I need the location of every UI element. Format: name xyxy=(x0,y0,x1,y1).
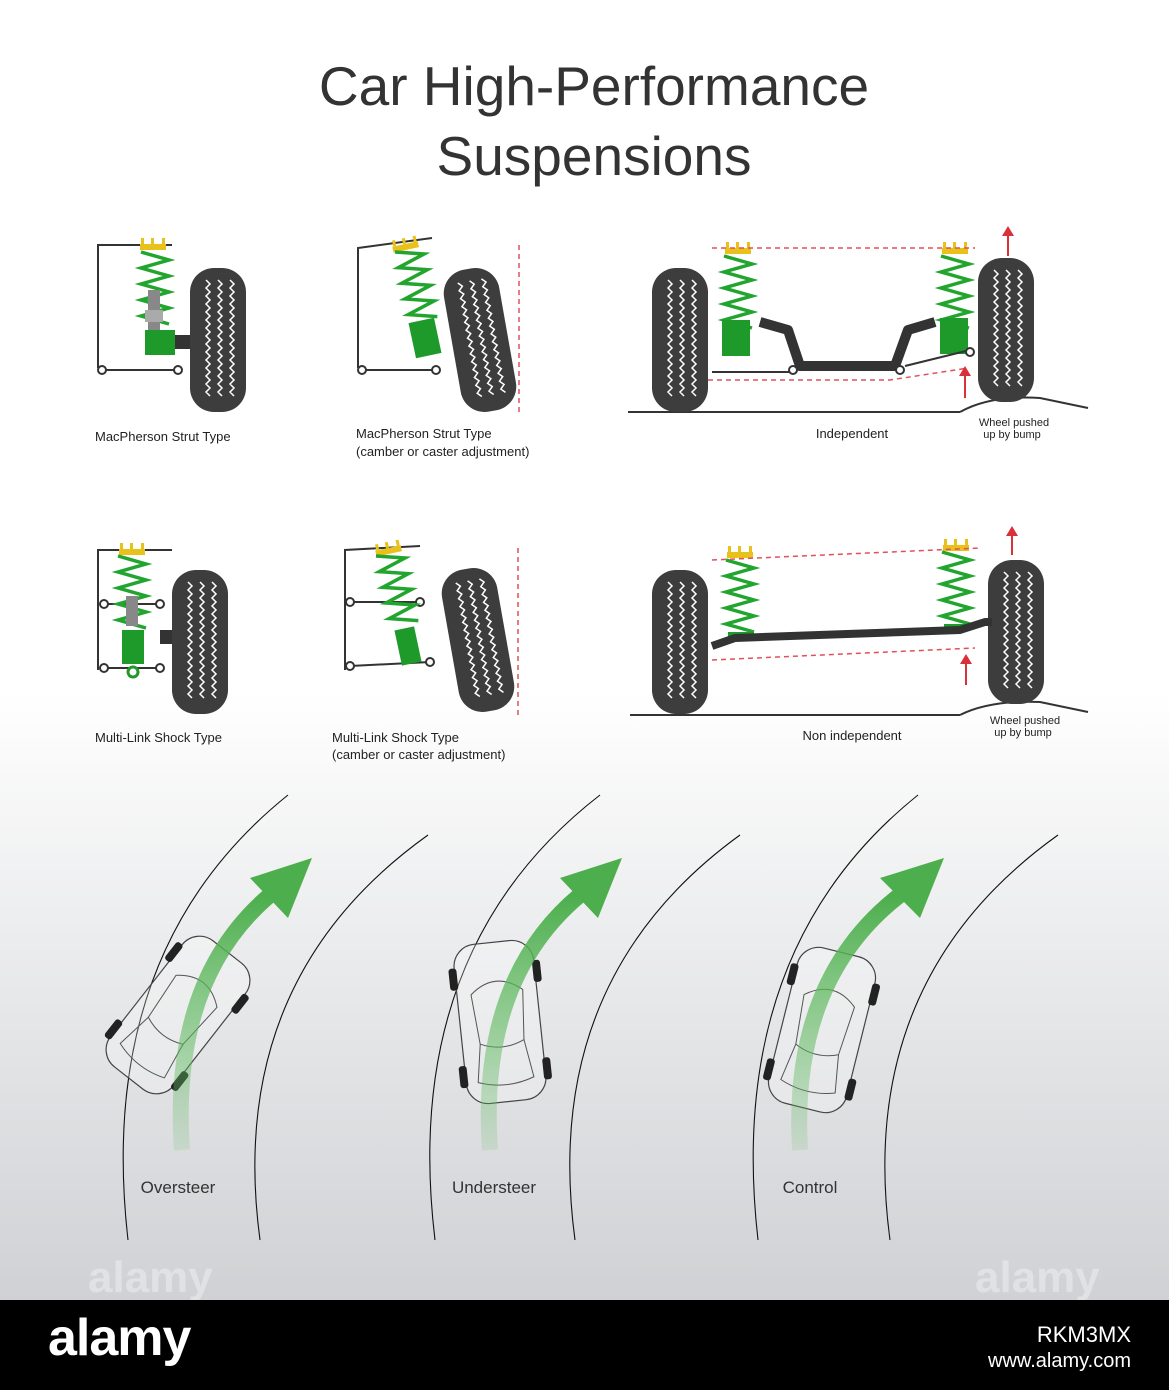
watermark-text-left: alamy xyxy=(88,1253,213,1300)
multilink-adjustable-diagram xyxy=(344,539,519,718)
bump-label-1-line-2: up by bump xyxy=(983,429,1040,441)
macpherson-label: MacPherson Strut Type xyxy=(95,429,231,444)
footer-bar: alamy RKM3MX www.alamy.com xyxy=(0,1300,1169,1390)
multilink-adj-label-1: Multi-Link Shock Type xyxy=(332,730,459,745)
non-independent-label: Non independent xyxy=(802,728,901,743)
non-independent-suspension-diagram xyxy=(630,526,1089,716)
understeer-diagram xyxy=(445,858,622,1151)
watermark-group: alamy alamy xyxy=(88,1253,1100,1302)
macpherson-adj-label-1: MacPherson Strut Type xyxy=(356,426,492,441)
independent-label: Independent xyxy=(816,426,889,441)
multilink-adj-label-2: (camber or caster adjustment) xyxy=(332,747,505,762)
oversteer-label: Oversteer xyxy=(141,1178,216,1197)
macpherson-adj-label-2: (camber or caster adjustment) xyxy=(356,444,529,459)
multilink-label: Multi-Link Shock Type xyxy=(95,730,222,745)
bump-label-2-line-1: Wheel pushed xyxy=(990,715,1060,727)
footer-logo: alamy xyxy=(48,1309,191,1367)
title-line-1: Car High-Performance xyxy=(319,55,869,117)
title-line-2: Suspensions xyxy=(437,125,752,187)
bump-label-2-line-2: up by bump xyxy=(994,727,1051,739)
oversteer-diagram xyxy=(91,858,312,1151)
independent-suspension-diagram xyxy=(628,226,1089,413)
multilink-shock-diagram xyxy=(97,543,229,715)
control-label: Control xyxy=(783,1178,838,1197)
watermark-text-right: alamy xyxy=(975,1253,1100,1300)
macpherson-strut-diagram xyxy=(97,238,247,413)
understeer-label: Understeer xyxy=(452,1178,536,1197)
control-diagram xyxy=(757,858,944,1151)
road-curves xyxy=(122,794,1059,1241)
bump-label-1-line-1: Wheel pushed xyxy=(979,417,1049,429)
footer-image-id: RKM3MX xyxy=(1036,1322,1131,1347)
diagram-canvas: Car High-Performance Suspensions MacPher… xyxy=(88,55,1100,1302)
macpherson-adjustable-diagram xyxy=(357,235,521,417)
footer-url: www.alamy.com xyxy=(988,1350,1131,1372)
